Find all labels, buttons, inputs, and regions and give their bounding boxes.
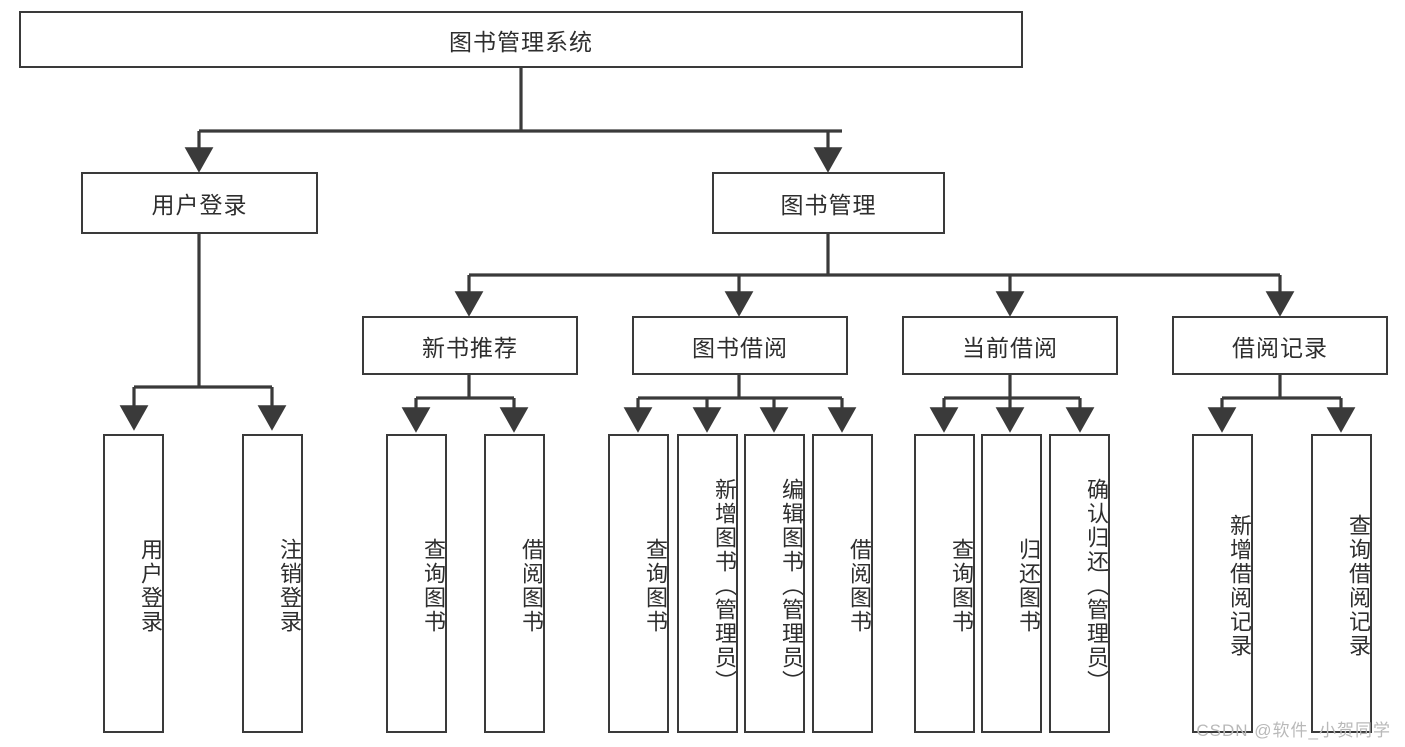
leaf-borrow-book-borrow[interactable]: 借阅图书 (812, 434, 873, 733)
leaf-add-borrow-record[interactable]: 新增借阅记录 (1192, 434, 1253, 733)
leaf-query-book-recommend[interactable]: 查询图书 (386, 434, 447, 733)
node-user-login[interactable]: 用户登录 (81, 172, 318, 234)
leaf-query-book-current[interactable]: 查询图书 (914, 434, 975, 733)
leaf-confirm-return-admin[interactable]: 确认归还（管理员） (1049, 434, 1110, 733)
node-book-borrow[interactable]: 图书借阅 (632, 316, 848, 375)
node-root-system[interactable]: 图书管理系统 (19, 11, 1023, 68)
leaf-edit-book-admin[interactable]: 编辑图书（管理员） (744, 434, 805, 733)
leaf-logout-login[interactable]: 注销登录 (242, 434, 303, 733)
node-borrow-record[interactable]: 借阅记录 (1172, 316, 1388, 375)
csdn-watermark: CSDN @软件_小贺同学 (1196, 721, 1391, 740)
leaf-query-borrow-record[interactable]: 查询借阅记录 (1311, 434, 1372, 733)
leaf-add-book-admin[interactable]: 新增图书（管理员） (677, 434, 738, 733)
leaf-borrow-book-recommend[interactable]: 借阅图书 (484, 434, 545, 733)
leaf-query-book-borrow[interactable]: 查询图书 (608, 434, 669, 733)
leaf-return-book[interactable]: 归还图书 (981, 434, 1042, 733)
node-book-manage[interactable]: 图书管理 (712, 172, 945, 234)
leaf-user-login[interactable]: 用户登录 (103, 434, 164, 733)
node-current-borrow[interactable]: 当前借阅 (902, 316, 1118, 375)
node-new-book-recommend[interactable]: 新书推荐 (362, 316, 578, 375)
